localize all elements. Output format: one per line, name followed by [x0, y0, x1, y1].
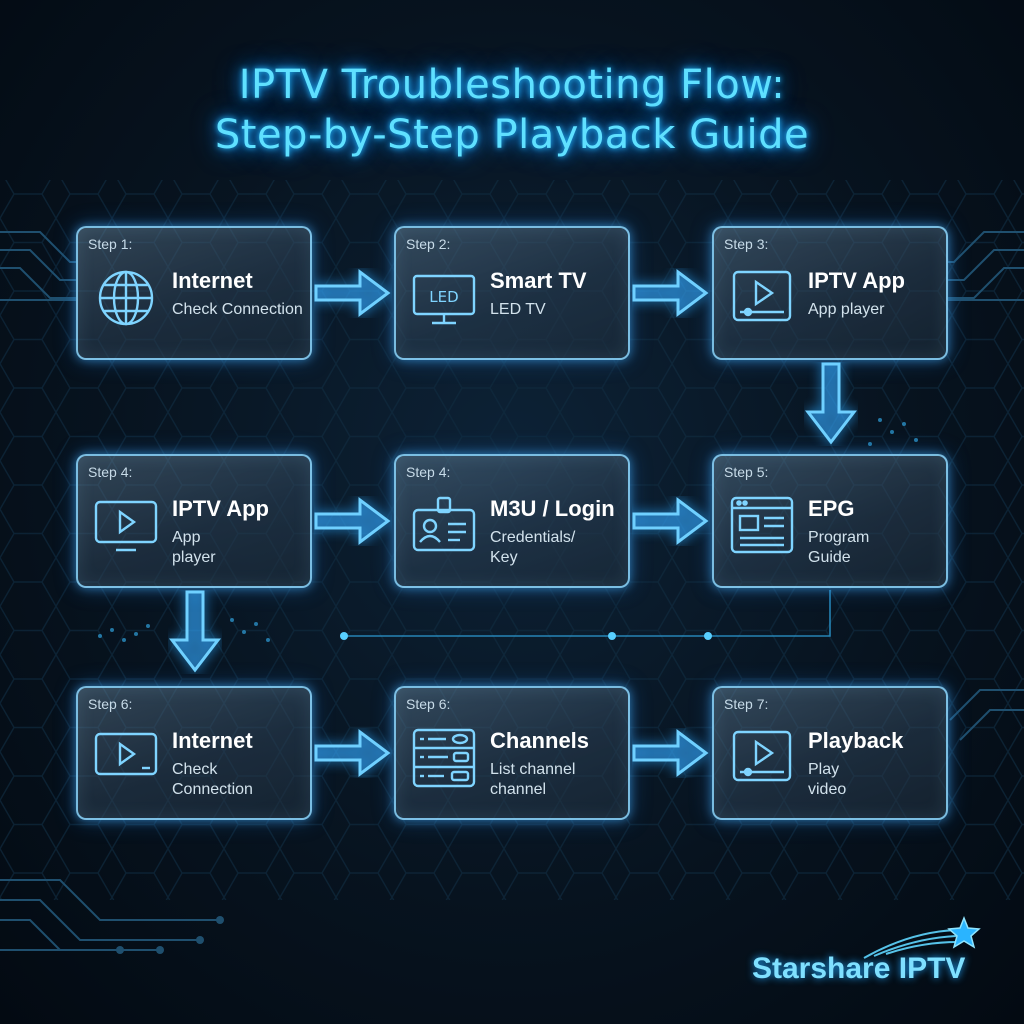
- step-subtitle: Credentials/ Key: [490, 529, 576, 566]
- step-subtitle: Program Guide: [808, 529, 870, 566]
- step-card-smart-tv: Step 2: LED Smart TV LED TV: [394, 226, 630, 360]
- step-label: Step 4:: [88, 464, 133, 480]
- step-title: EPG: [808, 496, 855, 521]
- arrow-right-icon: [314, 729, 391, 777]
- globe-icon: [98, 270, 154, 326]
- step-title: Smart TV: [490, 268, 587, 293]
- step-card-internet-2: Step 6: Internet Check Connection: [76, 686, 312, 820]
- step-title: Internet: [172, 268, 253, 293]
- brand-logo-text: Starshare IPTV: [752, 952, 966, 985]
- step-label: Step 3:: [724, 236, 769, 252]
- channel-list-icon: [412, 728, 476, 788]
- monitor-play-icon: [94, 732, 158, 776]
- step-label: Step 6:: [88, 696, 133, 712]
- step-label: Step 5:: [724, 464, 769, 480]
- arrow-down-icon: [168, 590, 222, 673]
- step-title: IPTV App: [172, 496, 269, 521]
- page-subtitle: Step-by-Step Playback Guide: [214, 112, 810, 158]
- step-title: Playback: [808, 728, 904, 753]
- step-label: Step 2:: [406, 236, 451, 252]
- step-subtitle: Check Connection: [172, 761, 253, 798]
- step-label: Step 6:: [406, 696, 451, 712]
- step-card-iptv-app-2: Step 4: IPTV App App player: [76, 454, 312, 588]
- step-subtitle: Check Connection: [172, 301, 303, 318]
- shooting-star-icon: [863, 915, 981, 959]
- step-card-epg: Step 5: EPG Program Guide: [712, 454, 948, 588]
- arrow-right-icon: [632, 729, 709, 777]
- step-card-internet: Step 1: Internet Check Connection: [76, 226, 312, 360]
- step-subtitle: List channel channel: [490, 761, 576, 798]
- step-title: Internet: [172, 728, 253, 753]
- step-label: Step 1:: [88, 236, 133, 252]
- step-title: Channels: [490, 728, 590, 753]
- led-tv-icon: LED: [412, 274, 476, 325]
- step-title: M3U / Login: [490, 496, 615, 521]
- video-player-icon: [732, 730, 792, 782]
- step-card-iptv-app: Step 3: IPTV App App player: [712, 226, 948, 360]
- step-card-m3u-login: Step 4: M3U / Login Credentials/ Key: [394, 454, 630, 588]
- arrow-right-icon: [314, 497, 391, 545]
- step-card-channels: Step 6: Channels List channel channel: [394, 686, 630, 820]
- step-title: IPTV App: [808, 268, 905, 293]
- step-subtitle: LED TV: [490, 301, 546, 318]
- step-subtitle: Play video: [808, 761, 847, 798]
- arrow-right-icon: [314, 269, 391, 317]
- led-icon-text: LED: [429, 288, 458, 306]
- arrow-down-icon: [804, 362, 858, 445]
- step-subtitle: App player: [808, 301, 885, 318]
- arrow-right-icon: [632, 269, 709, 317]
- monitor-play-icon: [94, 500, 158, 552]
- step-card-playback: Step 7: Playback Play video: [712, 686, 948, 820]
- id-badge-icon: [412, 496, 476, 552]
- step-label: Step 7:: [724, 696, 769, 712]
- step-label: Step 4:: [406, 464, 451, 480]
- page-title: IPTV Troubleshooting Flow:: [238, 62, 786, 108]
- arrow-right-icon: [632, 497, 709, 545]
- video-player-icon: [732, 270, 792, 322]
- step-subtitle: App player: [172, 529, 216, 566]
- program-guide-icon: [730, 496, 794, 554]
